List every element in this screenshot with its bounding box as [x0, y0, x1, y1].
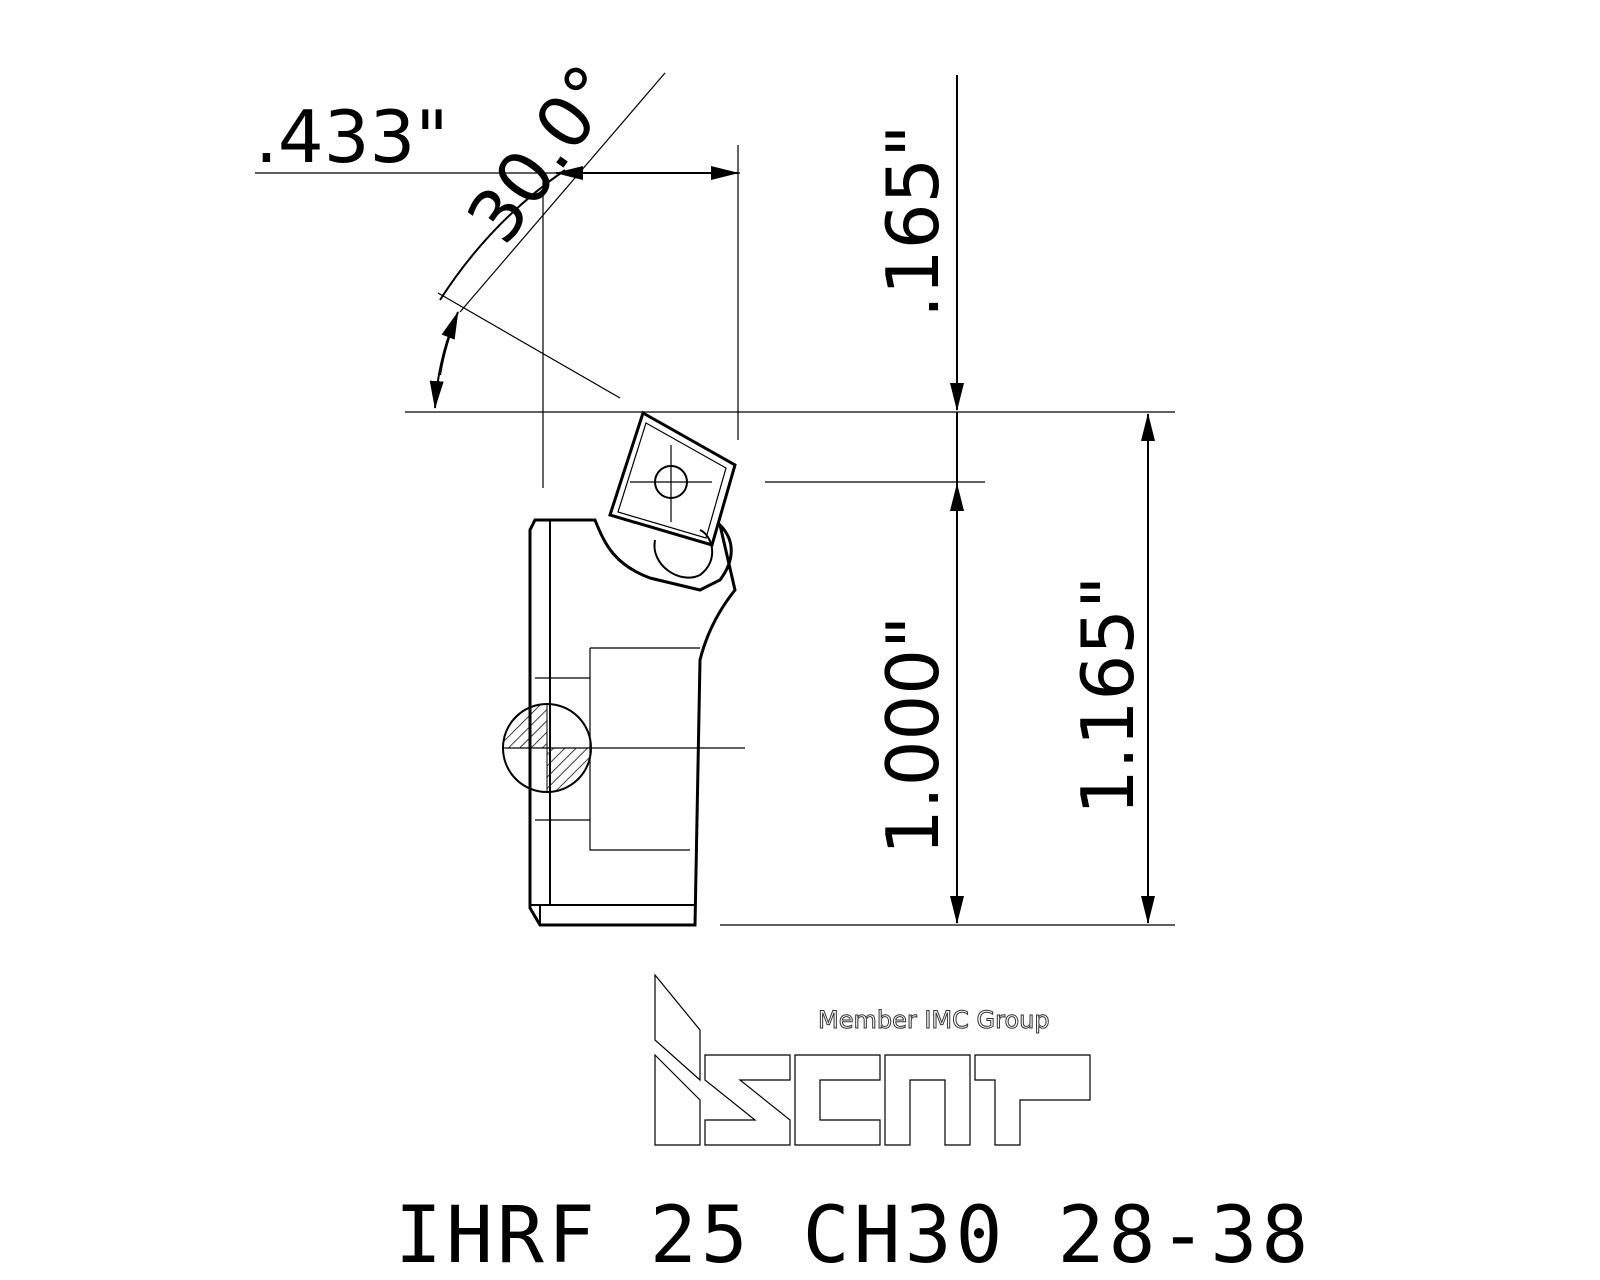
- cutting-insert: [608, 410, 737, 547]
- logo-member-text: Member IMC Group: [818, 1006, 1050, 1034]
- dim-433-label: .433": [255, 95, 448, 179]
- dimension-labels: .433" 30.0° .165" 1.000" 1.165": [255, 50, 1150, 855]
- extension-lines: [255, 72, 1175, 926]
- angle-arc-upper-arrow: [439, 311, 459, 376]
- dim-1000-label: 1.000": [871, 616, 955, 855]
- angle-arc: [439, 169, 566, 301]
- iscar-logo: Member IMC Group iscar: [654, 973, 1091, 1146]
- dim-1165-label: 1.165": [1066, 576, 1150, 815]
- angle-arc-lower: [429, 319, 456, 409]
- tool-holder-body: [502, 518, 745, 927]
- dimension-lines: [429, 75, 1155, 924]
- dim-165-label: .165": [871, 125, 955, 318]
- part-number-title: IHRF 25 CH30 28-38: [395, 1191, 1312, 1280]
